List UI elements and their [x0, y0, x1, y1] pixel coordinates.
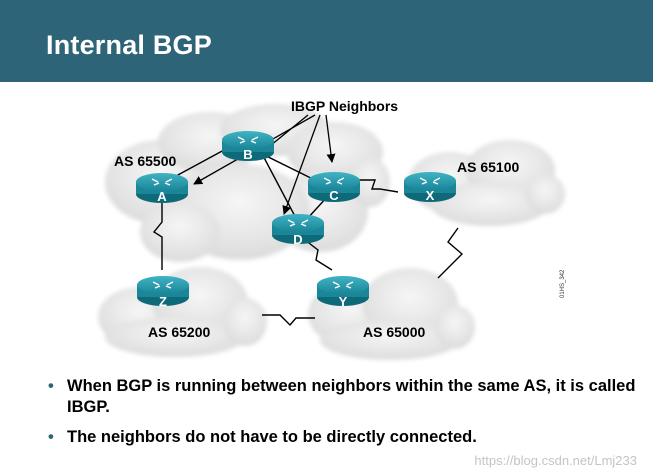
as-65000-label: AS 65000	[363, 324, 426, 340]
bullet-symbol: •	[48, 377, 54, 395]
bullet-list: • When BGP is running between neighbors …	[48, 376, 638, 457]
router-a-label: A	[157, 189, 167, 204]
router-c	[308, 172, 360, 202]
router-x	[404, 172, 456, 202]
router-z-label: Z	[159, 294, 167, 309]
diagram-canvas: B A C X D Z Y	[98, 104, 565, 360]
cloud-as65200	[98, 267, 267, 357]
network-diagram: B A C X D Z Y IBGP Neighbors AS 65500 AS…	[0, 82, 653, 372]
watermark: https://blog.csdn.net/Lmj233	[474, 453, 637, 468]
ibgp-neighbors-label: IBGP Neighbors	[291, 98, 399, 114]
link-a-z-serial	[152, 200, 163, 270]
as-65200-label: AS 65200	[148, 324, 211, 340]
bullet-text: The neighbors do not have to be directly…	[67, 428, 477, 446]
router-x-label: X	[426, 188, 435, 203]
link-x-y-serial	[437, 227, 464, 279]
bullet-item: • The neighbors do not have to be direct…	[48, 427, 638, 448]
bullet-item: • When BGP is running between neighbors …	[48, 376, 638, 418]
router-d-label: D	[293, 232, 302, 247]
router-b	[222, 131, 274, 161]
router-b-label: B	[243, 147, 252, 162]
link-z-y-serial	[262, 314, 315, 327]
as-65500-label: AS 65500	[114, 153, 177, 169]
router-z	[137, 276, 189, 306]
bullet-text: When BGP is running between neighbors wi…	[67, 377, 636, 416]
router-c-label: C	[329, 188, 339, 203]
link-b-d	[259, 149, 299, 223]
bullet-symbol: •	[48, 428, 54, 446]
router-y	[317, 276, 369, 306]
link-d-y-serial	[304, 239, 333, 271]
router-a	[136, 173, 188, 203]
slide-title: Internal BGP	[46, 30, 212, 60]
title-bar: Internal BGP	[0, 0, 653, 82]
router-d	[272, 214, 324, 244]
figure-code: 01HS_342	[560, 269, 566, 298]
router-y-label: Y	[339, 294, 348, 309]
link-c-x-serial	[357, 179, 399, 193]
as-65100-label: AS 65100	[457, 159, 520, 175]
